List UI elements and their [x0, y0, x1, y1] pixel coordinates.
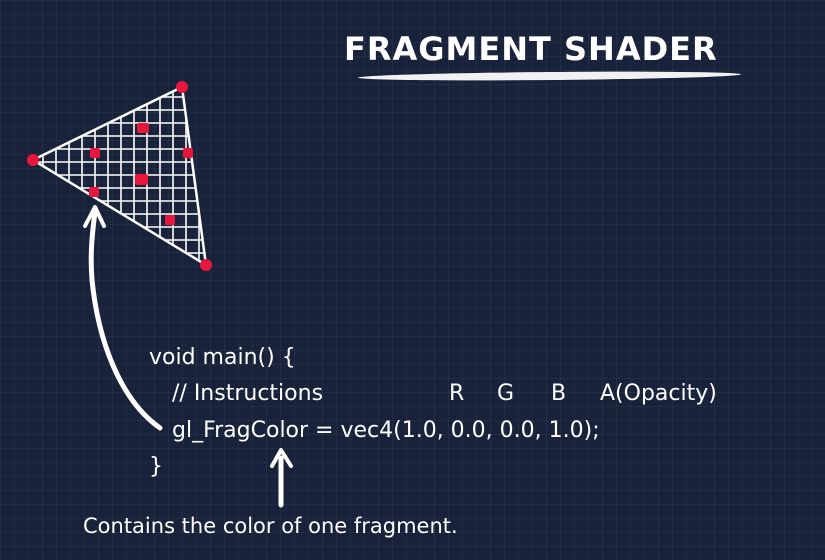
fragment-pixel: [137, 123, 149, 133]
curved-arrow-icon: [83, 205, 163, 431]
code-line-close: }: [149, 454, 163, 479]
vertex-point: [176, 81, 188, 93]
channel-label-b: B: [551, 381, 567, 406]
channel-label-a: A(Opacity): [600, 381, 717, 406]
vertex-point: [27, 154, 39, 166]
channel-label-g: G: [497, 381, 515, 406]
fragment-pixel: [90, 148, 100, 158]
vertex-point: [200, 259, 212, 271]
fragment-pixel: [89, 187, 99, 197]
channel-label-r: R: [449, 381, 465, 406]
fragment-pixel: [183, 148, 193, 158]
caption: Contains the color of one fragment.: [83, 514, 458, 538]
code-line-main: void main() {: [149, 345, 296, 370]
code-comment: // Instructions: [172, 381, 324, 406]
fragment-pixel: [165, 215, 175, 225]
fragment-pixel: [135, 174, 148, 185]
code-line-fragcolor: gl_FragColor = vec4(1.0, 0.0, 0.0, 1.0);: [172, 418, 600, 443]
up-arrow-icon: [270, 448, 293, 508]
triangle-outline: [30, 85, 208, 268]
page-title: FRAGMENT SHADER: [344, 30, 718, 68]
